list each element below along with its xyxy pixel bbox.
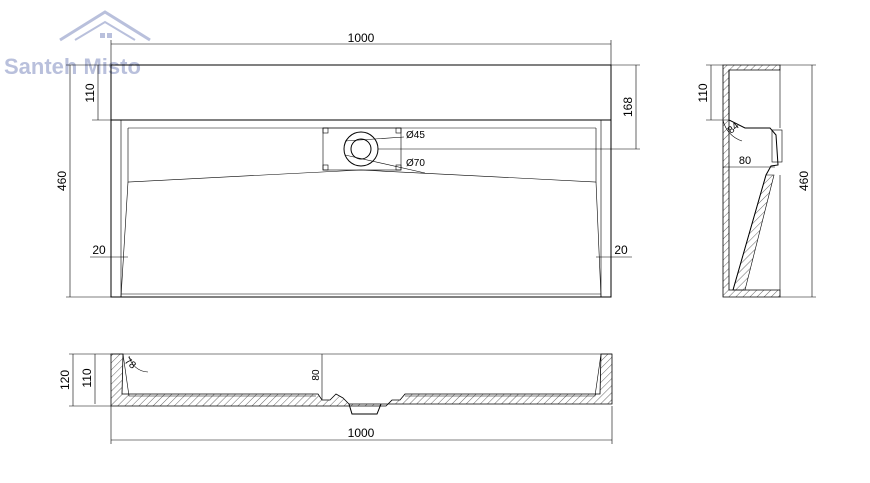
- side-inner-dimension: 80: [739, 155, 751, 167]
- top-right-wall-dimension: 20: [614, 243, 628, 257]
- drain-inner-circle: [350, 138, 372, 160]
- top-drain-offset-dimension: 168: [621, 97, 635, 117]
- front-drain-height-dimension: 80: [311, 369, 322, 381]
- front-total-height-dimension: 120: [58, 370, 72, 390]
- brand-logo: Santeh Misto: [4, 10, 151, 79]
- drain-inner-diameter-label: Ø45: [406, 130, 425, 141]
- side-view: 110 84 80 460: [696, 64, 816, 298]
- top-width-dimension: 1000: [348, 31, 375, 45]
- front-inner-height-dimension: 110: [80, 368, 94, 387]
- top-view: Ø45 Ø70 1000 460 110 168 20 20: [55, 31, 640, 298]
- front-angle-label: 78: [122, 356, 138, 372]
- front-view: 1000 120 110 80 78: [58, 353, 613, 444]
- side-ledge-dimension: 110: [696, 83, 710, 102]
- drain-outer-diameter-label: Ø70: [406, 158, 425, 169]
- side-height-dimension: 460: [797, 171, 811, 191]
- top-depth-dimension: 460: [55, 171, 69, 191]
- logo-text: Santeh Misto: [4, 54, 141, 79]
- top-left-wall-dimension: 20: [92, 243, 106, 257]
- drain-outer-circle: [343, 131, 379, 167]
- top-ledge-dimension: 110: [83, 83, 97, 102]
- front-width-dimension: 1000: [348, 426, 375, 440]
- house-roof-icon: [59, 10, 151, 42]
